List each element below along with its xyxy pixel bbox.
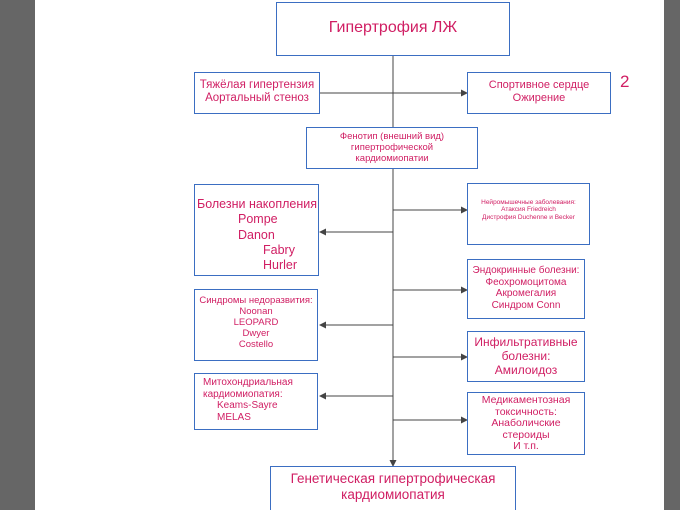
right-top-line-2: Ожирение	[512, 91, 566, 104]
mito-line-1: Митохондриальная	[203, 377, 293, 388]
storage-line-4: Fabry	[263, 242, 295, 257]
infiltrative-line-3: Амилоидоз	[494, 362, 558, 377]
right-top-line-1: Спортивное сердце	[488, 79, 590, 91]
storage-line-5: Hurler	[263, 258, 298, 272]
endocrine-line-2: Феохромоцитома	[485, 276, 567, 288]
phenotype-box: Фенотип (внешний вид) гипертрофической к…	[306, 127, 478, 169]
neuro-line-3: Дистрофия Duchenne и Becker	[482, 213, 575, 221]
malformation-line-1: Синдромы недоразвития:	[199, 295, 313, 306]
drug-line-3: Анаболичские	[491, 417, 561, 430]
genetic-box: Генетическая гипертрофическая кардиомиоп…	[270, 466, 516, 510]
left-top-line-1: Тяжёлая гипертензия	[199, 79, 315, 91]
drug-box: Медикаментозная токсичность: Анаболичски…	[467, 392, 585, 455]
mito-line-2: кардиомиопатия:	[203, 388, 283, 400]
malformation-line-4: Dwyer	[242, 327, 270, 339]
malformation-line-3: LEOPARD	[233, 316, 279, 328]
left-top-line-2: Аортальный стеноз	[205, 92, 309, 105]
storage-line-2: Pompe	[238, 212, 278, 227]
genetic-line-1: Генетическая гипертрофическая	[290, 471, 496, 486]
left-frame-bar	[0, 0, 35, 510]
mito-line-4: MELAS	[217, 411, 251, 423]
storage-box: Болезни накопления Pompe Danon Fabry Hur…	[194, 184, 319, 276]
endocrine-box: Эндокринные болезни: Феохромоцитома Акро…	[467, 259, 585, 319]
title-text: Гипертрофия ЛЖ	[328, 19, 458, 36]
drug-line-1: Медикаментозная	[481, 394, 571, 406]
right-top-box: Спортивное сердце Ожирение	[467, 72, 611, 114]
title-box: Гипертрофия ЛЖ	[276, 2, 510, 56]
genetic-line-2: кардиомиопатия	[341, 486, 445, 502]
infiltrative-line-2: болезни:	[501, 348, 551, 363]
malformation-line-2: Noonan	[239, 305, 273, 317]
malformation-line-5: Costello	[238, 338, 274, 350]
phenotype-line-2: гипертрофической	[350, 141, 434, 153]
storage-line-1: Болезни накопления	[197, 197, 318, 211]
phenotype-line-1: Фенотип (внешний вид)	[339, 131, 445, 142]
infiltrative-box: Инфильтративные болезни: Амилоидоз	[467, 331, 585, 382]
neuro-line-2: Атаксия Friedreich	[501, 206, 556, 214]
drug-line-5: И т.п.	[513, 440, 539, 453]
infiltrative-line-1: Инфильтративные	[474, 335, 578, 349]
phenotype-line-3: кардиомиопатии	[355, 152, 429, 164]
malformation-box: Синдромы недоразвития: Noonan LEOPARD Dw…	[194, 289, 318, 361]
neuro-line-1: Нейромышечные заболевания:	[481, 199, 576, 206]
page-number: 2	[620, 72, 630, 91]
mito-line-3: Keams-Sayre	[217, 400, 278, 411]
mito-box: Митохондриальная кардиомиопатия: Keams-S…	[194, 373, 318, 430]
endocrine-line-4: Синдром Conn	[491, 299, 561, 311]
endocrine-line-1: Эндокринные болезни:	[472, 265, 580, 276]
drug-line-4: стероиды	[502, 428, 550, 441]
left-top-box: Тяжёлая гипертензия Аортальный стеноз	[194, 72, 320, 114]
endocrine-line-3: Акромегалия	[495, 288, 557, 299]
storage-line-3: Danon	[238, 227, 275, 242]
right-frame-bar	[664, 0, 680, 510]
neuro-box: Нейромышечные заболевания: Атаксия Fried…	[467, 183, 590, 245]
drug-line-2: токсичность:	[495, 405, 557, 418]
